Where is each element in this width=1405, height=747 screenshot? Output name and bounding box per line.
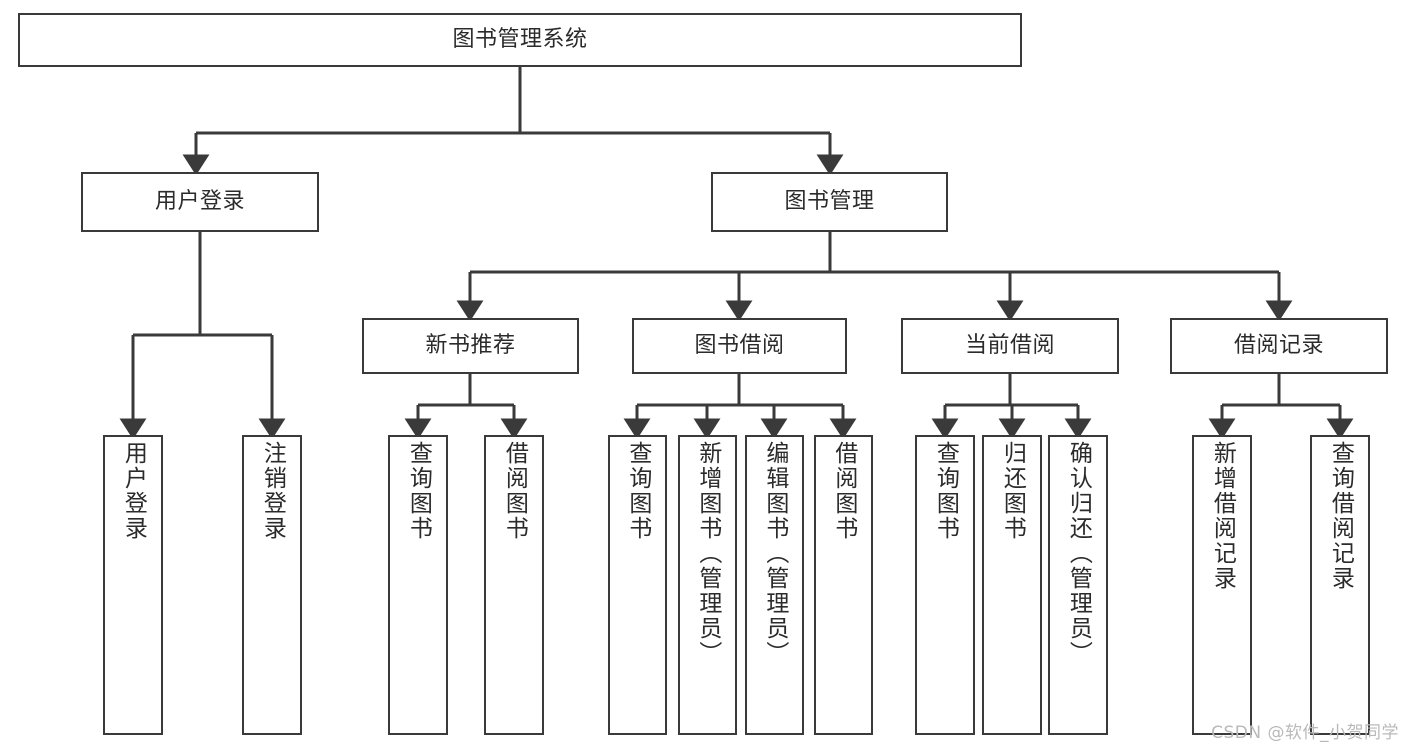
node-leaf-query-book-1-label: 查询图书: [405, 441, 432, 541]
node-leaf-add-book-admin[interactable]: 新增图书（管理员）: [678, 435, 737, 735]
node-borrow-record[interactable]: 借阅记录: [1170, 318, 1388, 374]
node-leaf-query-borrow-record[interactable]: 查询借阅记录: [1310, 435, 1370, 735]
node-leaf-user-login-label: 用户登录: [120, 441, 147, 541]
node-leaf-user-login[interactable]: 用户登录: [103, 435, 163, 735]
node-leaf-return-book[interactable]: 归还图书: [982, 435, 1042, 735]
node-leaf-confirm-return-admin-label: 确认归还（管理员）: [1065, 441, 1092, 666]
node-new-book-recommend[interactable]: 新书推荐: [362, 318, 579, 374]
node-leaf-edit-book-admin-label: 编辑图书（管理员）: [761, 441, 788, 666]
node-leaf-logout-label: 注销登录: [259, 441, 286, 541]
node-leaf-edit-book-admin[interactable]: 编辑图书（管理员）: [745, 435, 804, 735]
node-current-borrow[interactable]: 当前借阅: [901, 318, 1119, 374]
node-book-manage-label: 图书管理: [784, 188, 875, 214]
node-leaf-add-borrow-record-label: 新增借阅记录: [1209, 441, 1236, 591]
node-leaf-query-book-1[interactable]: 查询图书: [388, 435, 448, 735]
csdn-watermark: CSDN @软件_小贺同学: [1211, 723, 1399, 743]
node-book-manage[interactable]: 图书管理: [711, 172, 948, 232]
node-leaf-query-book-3-label: 查询图书: [932, 441, 959, 541]
node-book-borrow-label: 图书借阅: [694, 332, 785, 358]
node-new-book-recommend-label: 新书推荐: [425, 332, 516, 358]
node-book-borrow[interactable]: 图书借阅: [632, 318, 847, 374]
node-leaf-query-book-2-label: 查询图书: [624, 441, 651, 541]
node-borrow-record-label: 借阅记录: [1233, 332, 1324, 358]
node-current-borrow-label: 当前借阅: [964, 332, 1055, 358]
node-leaf-add-borrow-record[interactable]: 新增借阅记录: [1192, 435, 1252, 735]
node-leaf-query-book-2[interactable]: 查询图书: [608, 435, 667, 735]
node-leaf-return-book-label: 归还图书: [999, 441, 1026, 541]
node-user-login-label: 用户登录: [154, 188, 245, 214]
node-leaf-add-book-admin-label: 新增图书（管理员）: [694, 441, 721, 666]
node-leaf-confirm-return-admin[interactable]: 确认归还（管理员）: [1048, 435, 1108, 735]
node-leaf-borrow-book-2-label: 借阅图书: [830, 441, 857, 541]
node-root[interactable]: 图书管理系统: [18, 13, 1022, 67]
node-leaf-borrow-book-1[interactable]: 借阅图书: [484, 435, 544, 735]
node-leaf-borrow-book-2[interactable]: 借阅图书: [814, 435, 873, 735]
node-user-login[interactable]: 用户登录: [81, 172, 319, 232]
node-root-label: 图书管理系统: [452, 26, 588, 52]
node-leaf-logout[interactable]: 注销登录: [242, 435, 302, 735]
node-leaf-query-book-3[interactable]: 查询图书: [915, 435, 975, 735]
node-leaf-query-borrow-record-label: 查询借阅记录: [1327, 441, 1354, 591]
node-leaf-borrow-book-1-label: 借阅图书: [501, 441, 528, 541]
